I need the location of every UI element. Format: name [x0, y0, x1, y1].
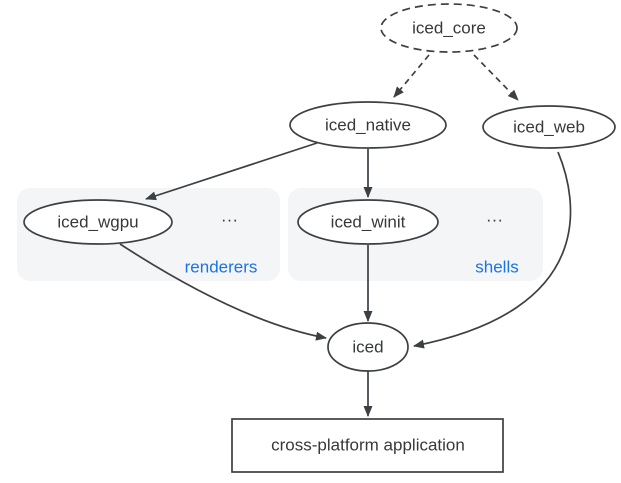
renderers-more-indicator: ... — [221, 206, 239, 226]
iced-wgpu-label: iced_wgpu — [57, 212, 139, 232]
iced-node — [327, 322, 409, 372]
iced-wgpu-node — [23, 199, 173, 245]
iced-core-node — [380, 3, 518, 53]
iced-native-node — [289, 101, 447, 149]
iced-core-label: iced_core — [412, 18, 486, 38]
iced-winit-label: iced_winit — [330, 212, 406, 232]
edge-iced_native-iced_wgpu — [145, 142, 318, 201]
renderers-group-label: renderers — [184, 257, 258, 277]
shells-more-indicator: ... — [486, 206, 504, 226]
edge-iced_core-iced_web — [473, 54, 519, 101]
iced-label: iced — [352, 337, 384, 357]
edge-iced_web-iced — [413, 151, 572, 349]
edge-iced_core-iced_native — [393, 54, 430, 98]
app-label: cross-platform application — [271, 435, 465, 455]
shells-group-label: shells — [475, 257, 519, 277]
iced-winit-node — [297, 199, 439, 245]
iced-native-label: iced_native — [324, 115, 412, 135]
iced-web-label: iced_web — [513, 117, 585, 137]
app-node — [231, 418, 504, 473]
edge-iced_wgpu-iced — [119, 243, 327, 341]
iced-web-node — [482, 105, 616, 149]
